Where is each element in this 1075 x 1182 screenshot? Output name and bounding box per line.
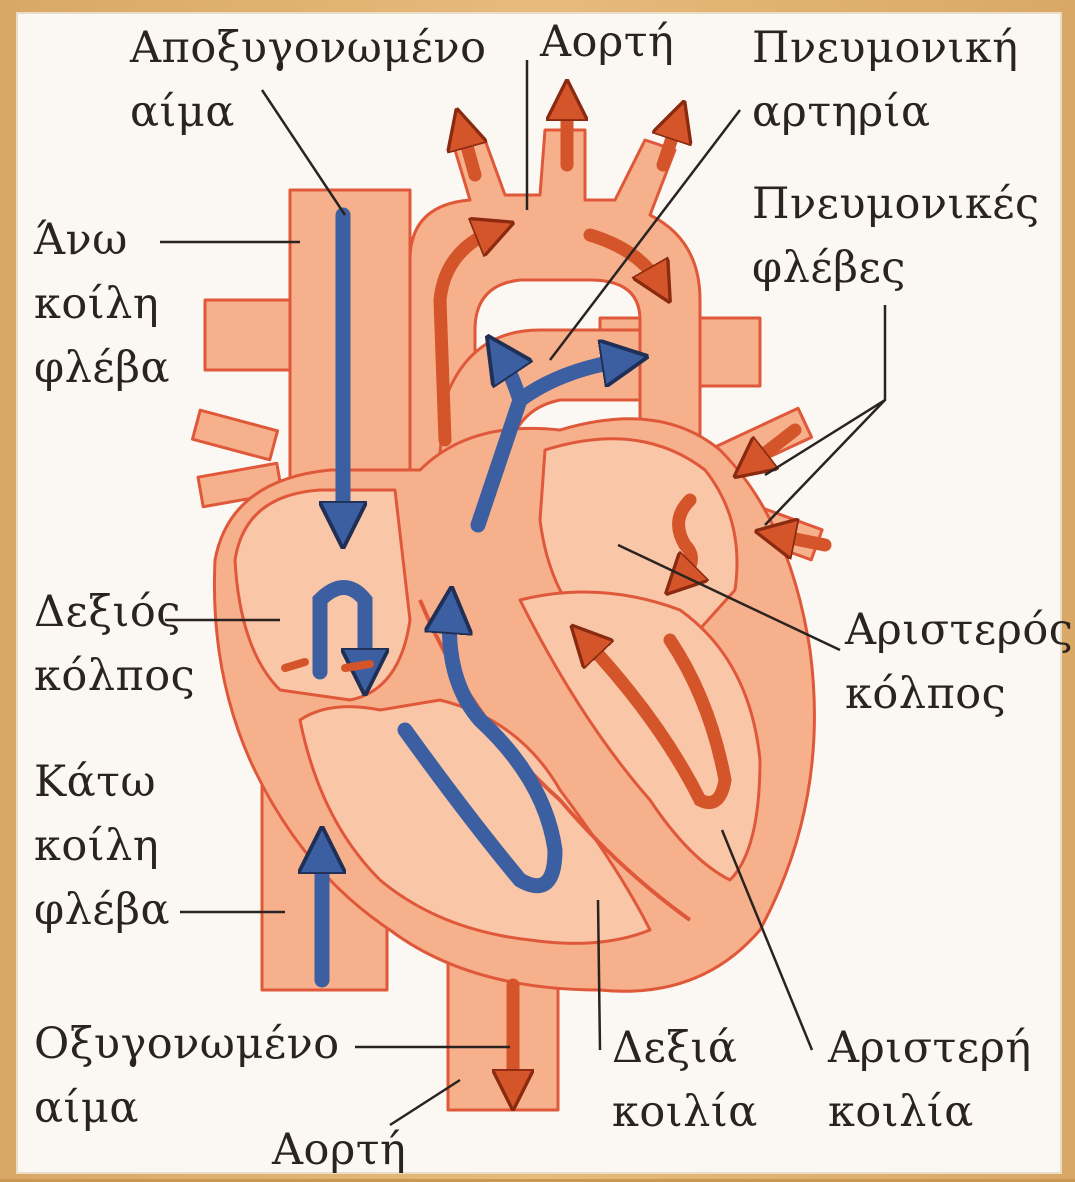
label-left-atrium: Αριστερός κόλπος (845, 598, 1073, 726)
label-deoxygenated-blood: Αποξυγονωμένο αίμα (130, 16, 487, 144)
label-right-atrium: Δεξιός κόλπος (34, 580, 195, 708)
label-right-ventricle: Δεξιά κοιλία (612, 1016, 758, 1144)
label-aorta-bottom: Αορτή (272, 1118, 406, 1182)
label-inferior-vena-cava: Κάτω κοίλη φλέβα (34, 750, 170, 942)
label-aorta-top: Αορτή (540, 10, 674, 74)
label-pulmonary-artery: Πνευμονική αρτηρία (752, 16, 1019, 144)
label-superior-vena-cava: Άνω κοίλη φλέβα (34, 208, 170, 400)
label-left-ventricle: Αριστερή κοιλία (828, 1016, 1032, 1144)
pulmonary-vein-left-upper (192, 410, 277, 460)
oxygenated-arrow-branch-3 (663, 120, 678, 165)
label-pulmonary-veins: Πνευμονικές φλέβες (752, 172, 1040, 300)
